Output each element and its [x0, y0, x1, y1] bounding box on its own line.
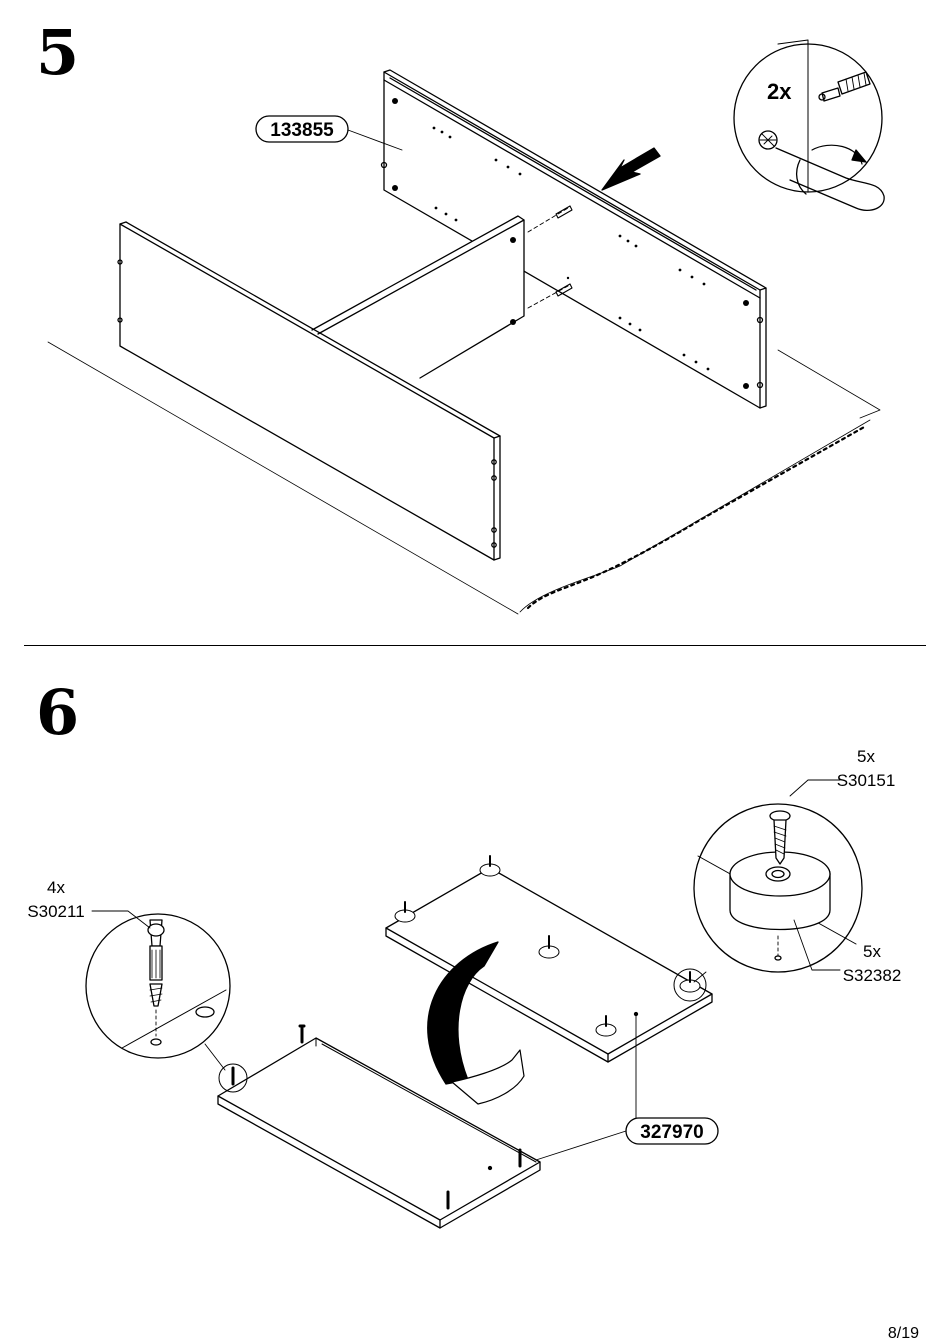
qty-s30211: 4x — [47, 878, 65, 897]
step5-drawing — [48, 40, 884, 614]
code-s30151: S30151 — [837, 771, 896, 790]
qty-s30151: 5x — [857, 747, 875, 766]
code-s30211: S30211 — [27, 902, 84, 921]
glide-detail-circle — [694, 780, 862, 982]
qty-s32382: 5x — [863, 942, 881, 961]
part-number-327970: 327970 — [640, 1122, 703, 1143]
step6-drawing — [86, 780, 862, 1228]
panel-327970-lower — [218, 1026, 540, 1228]
cam-bolt-detail-circle — [86, 911, 230, 1070]
page-number: 8/19 — [888, 1325, 919, 1343]
insert-direction-arrow — [602, 148, 660, 190]
cam-lock-detail-circle — [734, 40, 884, 210]
part-number-133855: 133855 — [270, 120, 334, 141]
code-s32382: S32382 — [843, 966, 902, 985]
quantity-2x: 2x — [767, 79, 792, 104]
cam-lock-icon — [759, 131, 777, 149]
